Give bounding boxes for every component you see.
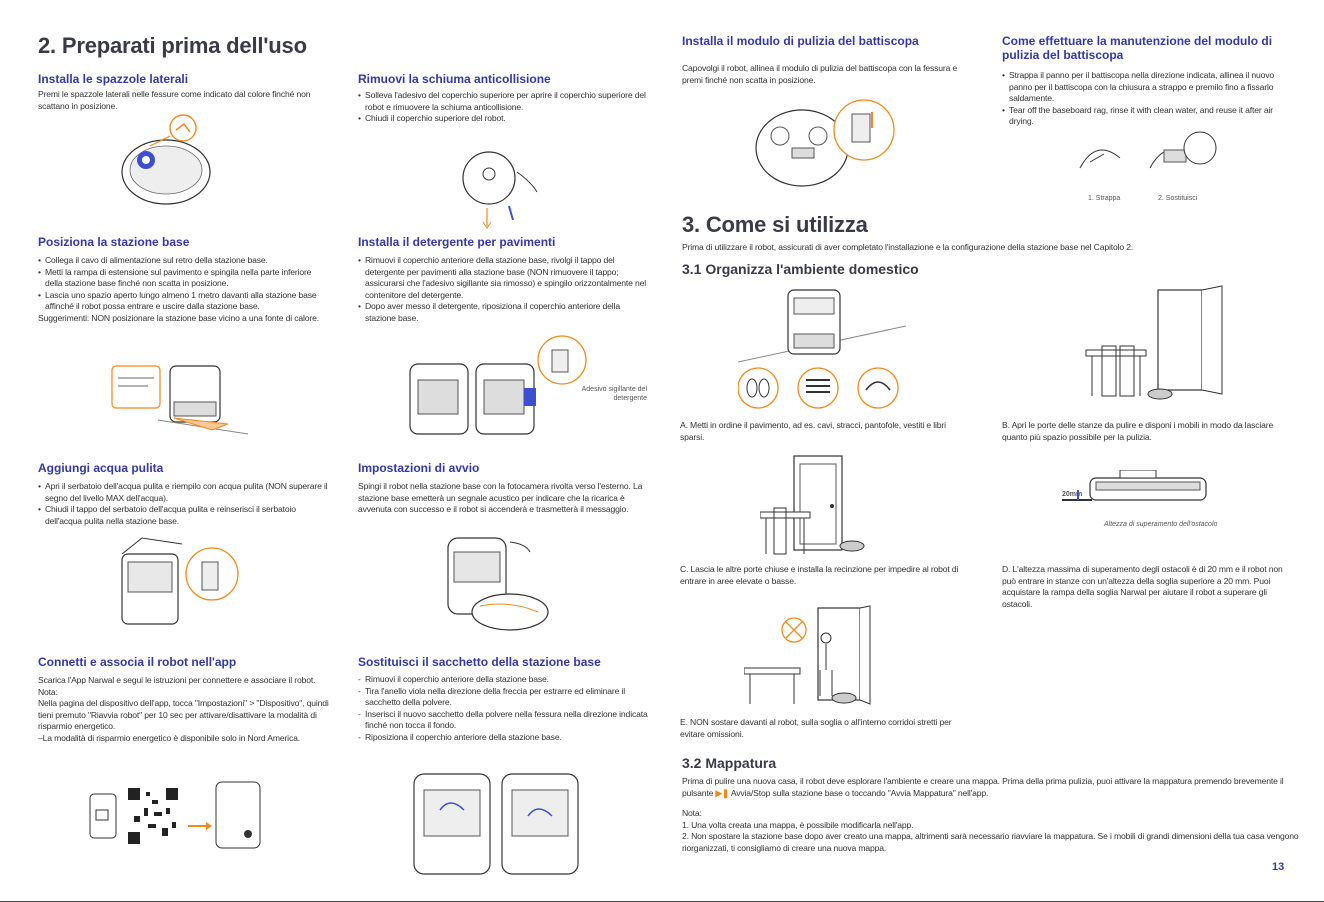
note-label: Nota: <box>682 808 702 818</box>
robot-foam-illustration <box>455 144 545 232</box>
list-item: Chiudi il tappo del serbatoio dell'acqua… <box>38 504 330 527</box>
list-item: Dopo aver messo il detergente, riposizio… <box>358 301 648 324</box>
section-list: Apri il serbatoio dell'acqua pulita e ri… <box>38 481 330 527</box>
section-heading: Connetti e associa il robot nell'app <box>38 655 237 669</box>
list-item: Metti la rampa di estensione sul pavimen… <box>38 267 330 290</box>
section-heading: Installa il modulo di pulizia del battis… <box>682 34 919 48</box>
section-heading: Installa il detergente per pavimenti <box>358 235 556 249</box>
section-text: Spingi il robot nella stazione base con … <box>358 481 643 515</box>
note-block: Nota: 1. Una volta creata una mappa, è p… <box>682 808 1302 854</box>
page-title-right: 3. Come si utilizza <box>682 212 868 237</box>
tip-b: B. Apri le porte delle stanze da pulire … <box>1002 420 1274 442</box>
section-list: Rimuovi il coperchio anteriore della sta… <box>358 674 650 744</box>
open-door-illustration <box>1080 284 1230 404</box>
callout-label: Adesivo sigillante del detergente <box>581 386 647 402</box>
detergent-illustration <box>406 334 596 444</box>
section-text: Capovolgi il robot, allinea il modulo di… <box>682 63 958 85</box>
list-item: Solleva l'adesivo del coperchio superior… <box>358 90 650 113</box>
list-item: Collega il cavo di alimentazione sul ret… <box>38 255 330 267</box>
section-heading: Aggiungi acqua pulita <box>38 461 164 475</box>
page-number: 13 <box>1272 861 1285 873</box>
section-list: Collega il cavo di alimentazione sul ret… <box>38 255 330 325</box>
closed-door-illustration <box>760 450 870 558</box>
note-label: Nota: <box>38 686 58 697</box>
tip-text: Suggerimenti: NON posizionare la stazion… <box>38 312 319 323</box>
note-text: Nella pagina del dispositivo dell'app, t… <box>38 698 329 732</box>
dimension-label: 20mm <box>1062 491 1083 498</box>
note-text: 1. Una volta creata una mappa, è possibi… <box>682 819 914 830</box>
list-item: Tira l'anello viola nella direzione dell… <box>358 686 650 709</box>
section-list: Solleva l'adesivo del coperchio superior… <box>358 90 650 125</box>
robot-brush-illustration <box>118 112 218 212</box>
caption: Altezza di superamento dell'ostacolo <box>1104 521 1218 528</box>
tip-c: C. Lascia le altre porte chiuse e instal… <box>680 564 959 586</box>
tip-d: D. L'altezza massima di superamento degl… <box>1002 564 1283 609</box>
section-list: Rimuovi il coperchio anteriore della sta… <box>358 255 648 325</box>
section-heading: Impostazioni di avvio <box>358 461 480 475</box>
section-heading: Installa le spazzole laterali <box>38 72 189 86</box>
section-text: Premi le spazzole laterali nelle fessure… <box>38 89 311 111</box>
stand-clear-illustration <box>744 604 874 708</box>
tidy-floor-illustration <box>738 286 908 412</box>
threshold-illustration <box>1060 470 1210 504</box>
mapping-text-a: Prima di pulire una nuova casa, il robot… <box>682 776 1284 798</box>
rag-replace-illustration <box>1070 128 1220 190</box>
section-list: Strappa il panno per il battiscopa nella… <box>1002 70 1292 128</box>
paragraph: Scarica l'App Narwal e segui le istruzio… <box>38 675 316 685</box>
list-item: Riposiziona il coperchio anteriore della… <box>358 732 650 744</box>
app-qr-illustration <box>88 778 278 850</box>
intro-text: Prima di utilizzare il robot, assicurati… <box>682 242 1134 252</box>
section-heading: Come effettuare la manutenzione del modu… <box>1002 34 1273 62</box>
list-item: Inserisci il nuovo sacchetto della polve… <box>358 709 650 732</box>
caption: 1. Strappa <box>1088 195 1121 202</box>
water-tank-illustration <box>112 532 244 632</box>
list-item: Chiudi il coperchio superiore del robot. <box>358 113 650 125</box>
list-item: Apri il serbatoio dell'acqua pulita e ri… <box>38 481 330 504</box>
page-title-left: 2. Preparati prima dell'uso <box>38 33 307 58</box>
section-heading: Sostituisci il sacchetto della stazione … <box>358 655 601 669</box>
list-item: Lascia uno spazio aperto lungo almeno 1 … <box>38 290 330 313</box>
base-station-illustration <box>108 358 258 442</box>
mapping-text: Prima di pulire una nuova casa, il robot… <box>682 776 1302 799</box>
tip-a: A. Metti in ordine il pavimento, ad es. … <box>680 420 946 442</box>
section-heading: Posiziona la stazione base <box>38 235 190 249</box>
list-item: Tear off the baseboard rag, rinse it wit… <box>1002 105 1292 128</box>
list-item: Rimuovi il coperchio anteriore della sta… <box>358 255 648 301</box>
subsection-heading: 3.1 Organizza l'ambiente domestico <box>682 261 919 277</box>
list-item: Rimuovi il coperchio anteriore della sta… <box>358 674 650 686</box>
caption: 2. Sostituisci <box>1158 195 1198 202</box>
dust-bag-illustration <box>410 770 590 882</box>
section-text: Scarica l'App Narwal e segui le istruzio… <box>38 675 333 745</box>
mapping-text-b: Avvia/Stop sulla stazione base o toccand… <box>730 787 989 798</box>
play-pause-icon: ▶❚ <box>715 787 730 798</box>
note-text: –La modalità di risparmio energetico è d… <box>38 732 300 743</box>
tip-e: E. NON sostare davanti al robot, sulla s… <box>680 717 952 739</box>
robot-docking-illustration <box>440 532 560 636</box>
section-heading: Rimuovi la schiuma anticollisione <box>358 72 551 86</box>
subsection-heading: 3.2 Mappatura <box>682 755 777 771</box>
list-item: Strappa il panno per il battiscopa nella… <box>1002 70 1292 105</box>
note-text: 2. Non spostare la stazione base dopo av… <box>682 831 1299 853</box>
baseboard-module-illustration <box>752 96 904 192</box>
